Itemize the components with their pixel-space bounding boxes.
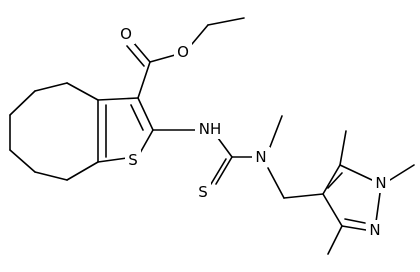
pyrazole-n1-label: N (375, 174, 386, 192)
bond (130, 104, 144, 131)
bond (97, 97, 139, 101)
bond (389, 164, 415, 181)
bond (207, 17, 245, 26)
bond (191, 24, 209, 45)
bond (66, 161, 99, 181)
bond (339, 130, 347, 166)
bond (327, 225, 343, 255)
bond (9, 90, 36, 116)
bond (327, 172, 343, 189)
bond (66, 82, 99, 101)
atom-label-background (252, 147, 270, 167)
atom-label-background (195, 182, 211, 202)
pyrazole-n2-label: N (369, 221, 380, 239)
atom-label-background (174, 42, 192, 62)
bond (217, 137, 233, 158)
bond (267, 167, 285, 199)
bond (344, 218, 366, 224)
bond (339, 164, 373, 181)
bonds (9, 17, 415, 255)
bond (97, 157, 128, 163)
bond (34, 171, 68, 181)
atom-label-background (372, 173, 390, 193)
bond (215, 156, 233, 185)
atom-labels: O O S NH N S N N (117, 24, 390, 240)
atom-label-background (117, 24, 135, 44)
bond (283, 193, 324, 199)
bond (137, 97, 154, 131)
atom-label-background (195, 119, 225, 139)
bond (322, 164, 341, 195)
bond (149, 54, 176, 63)
carbonyl-oxygen-label: O (120, 25, 132, 43)
bond (375, 192, 381, 223)
bond (269, 115, 283, 148)
bond (132, 41, 151, 63)
thiocarbonyl-sulfur-label: S (198, 183, 208, 201)
nh-label: NH (199, 120, 222, 138)
bond (137, 61, 151, 99)
bond (210, 158, 227, 185)
atom-label-background (366, 220, 384, 240)
atom-label-background (125, 150, 141, 170)
methyl-nitrogen-label: N (255, 148, 266, 166)
thiophene-sulfur-label: S (128, 151, 138, 169)
bond (126, 45, 145, 67)
bond (341, 225, 367, 231)
bond (322, 193, 343, 227)
bond (34, 82, 68, 92)
bond (9, 149, 36, 173)
ester-oxygen-label: O (177, 43, 189, 61)
bond (139, 129, 154, 154)
